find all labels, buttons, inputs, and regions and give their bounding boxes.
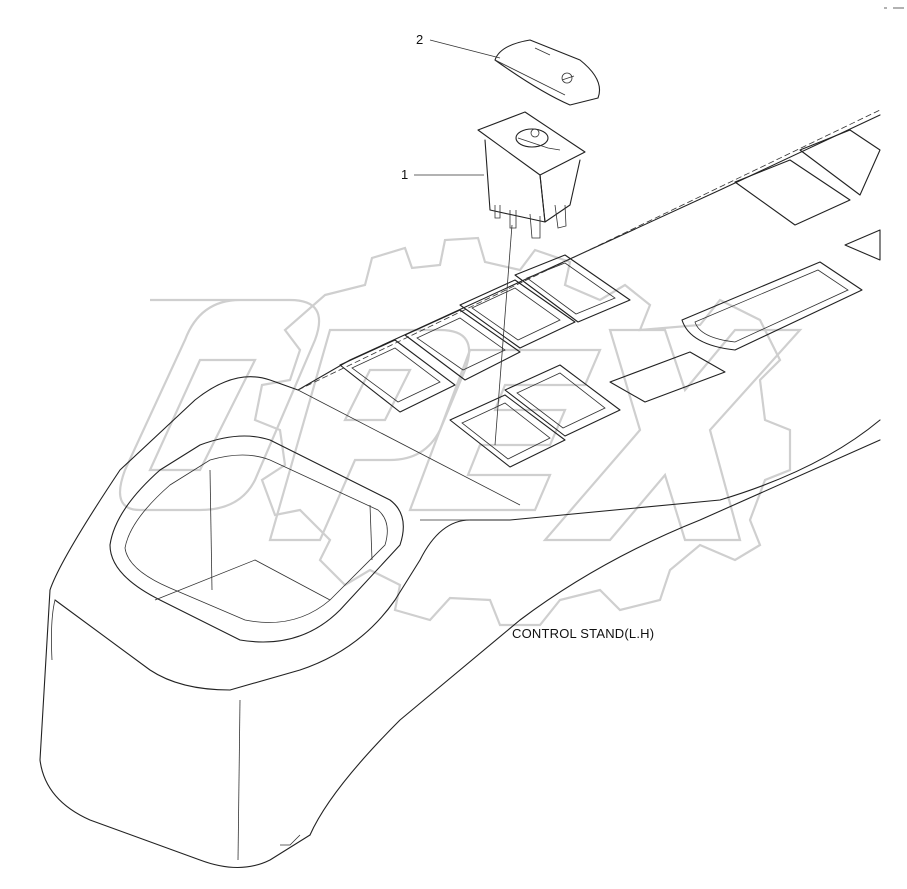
switch-slots	[339, 129, 881, 468]
callout-number-1: 1	[401, 167, 409, 182]
cup-holder	[109, 435, 404, 643]
assembly-line	[494, 224, 513, 446]
watermark-letter-o	[118, 298, 321, 512]
control-stand-body	[39, 109, 881, 868]
callout-number-2: 2	[416, 32, 424, 47]
part-2-switch-cap	[494, 39, 601, 106]
target-switch-slot	[449, 394, 566, 468]
watermark-gear	[253, 236, 792, 627]
diagram-caption: CONTROL STAND(L.H)	[512, 626, 655, 641]
leader-line-2	[429, 39, 501, 59]
part-1-switch	[477, 111, 586, 239]
watermark-letter-x	[542, 328, 803, 542]
watermark-letter-e	[408, 348, 602, 512]
watermark	[118, 236, 803, 627]
